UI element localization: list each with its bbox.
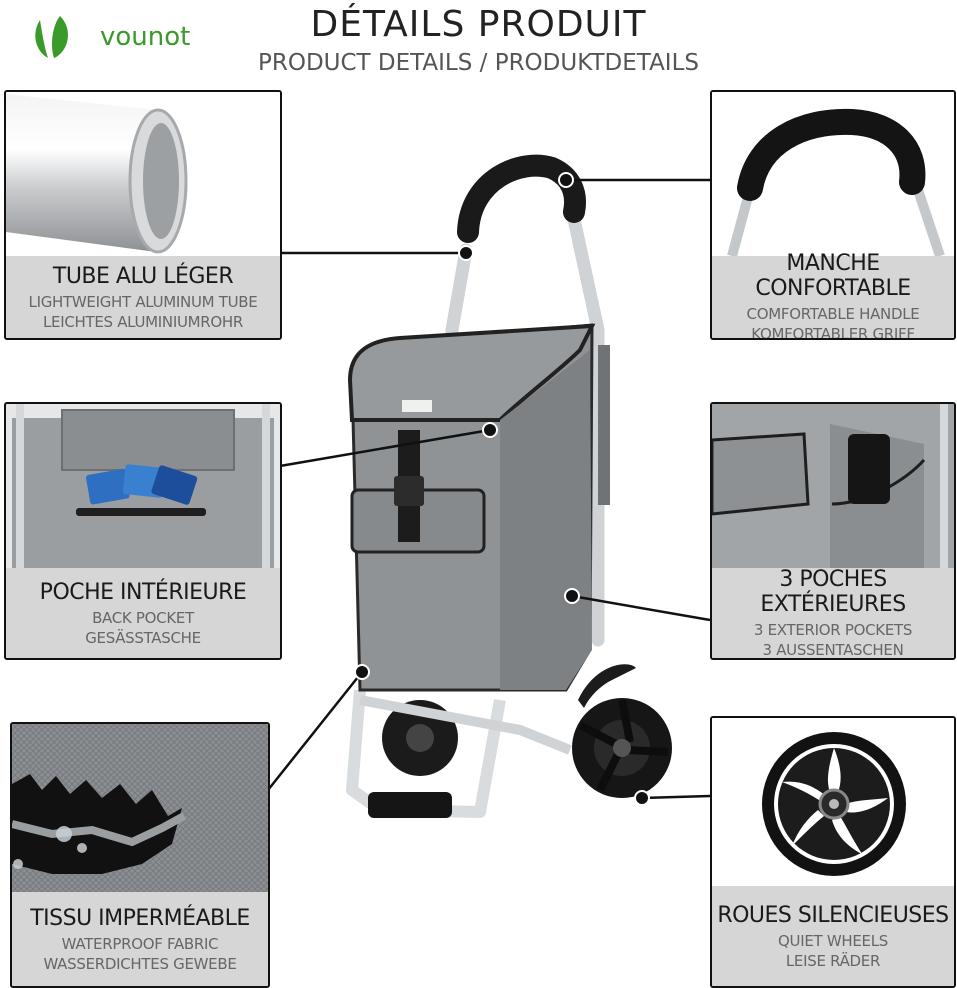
feature-subtitle-en: QUIET WHEELS (778, 931, 888, 950)
feature-subtitle-de: GESÄSSTASCHE (85, 628, 201, 647)
feature-caption: POCHE INTÉRIEURE BACK POCKET GESÄSSTASCH… (6, 568, 280, 658)
feature-subtitle-de: LEISE RÄDER (785, 951, 881, 970)
feature-subtitle-en: LIGHTWEIGHT ALUMINUM TUBE (28, 292, 258, 311)
feature-caption: MANCHE CONFORTABLE COMFORTABLE HANDLE KO… (712, 251, 954, 340)
brand-name: vounot (100, 22, 191, 52)
feature-title: MANCHE CONFORTABLE (755, 251, 911, 301)
feature-panel-exterior-pockets: 3 POCHES EXTÉRIEURES 3 EXTERIOR POCKETS … (710, 402, 956, 660)
back-pocket-photo (6, 404, 280, 568)
feature-subtitle-de: WASSERDICHTES GEWEBE (43, 954, 237, 973)
feature-panel-waterproof-fabric: TISSU IMPERMÉABLE WATERPROOF FABRIC WASS… (10, 722, 270, 988)
feature-caption: TUBE ALU LÉGER LIGHTWEIGHT ALUMINUM TUBE… (6, 256, 280, 338)
feature-subtitle-en: WATERPROOF FABRIC (61, 934, 219, 953)
feature-title: POCHE INTÉRIEURE (39, 579, 247, 605)
page-subtitle: PRODUCT DETAILS / PRODUKTDETAILS (257, 50, 699, 76)
feature-subtitle-de: KOMFORTABLER GRIFF (751, 325, 915, 340)
handle-photo (712, 92, 954, 256)
feature-title: TUBE ALU LÉGER (52, 263, 234, 289)
feature-subtitle-en: 3 EXTERIOR POCKETS (753, 621, 913, 639)
feature-subtitle-de: LEICHTES ALUMINIUMROHR (42, 312, 244, 331)
feature-panel-aluminum-tube: TUBE ALU LÉGER LIGHTWEIGHT ALUMINUM TUBE… (4, 90, 282, 340)
feature-subtitle-en: COMFORTABLE HANDLE (746, 305, 920, 323)
waterproof-fabric-photo (12, 724, 268, 892)
feature-panel-quiet-wheels: ROUES SILENCIEUSES QUIET WHEELS LEISE RÄ… (710, 716, 956, 988)
feature-panel-back-pocket: POCHE INTÉRIEURE BACK POCKET GESÄSSTASCH… (4, 402, 282, 660)
feature-title: ROUES SILENCIEUSES (717, 902, 949, 928)
feature-title: 3 POCHES EXTÉRIEURES (760, 567, 906, 617)
feature-caption: TISSU IMPERMÉABLE WATERPROOF FABRIC WASS… (12, 892, 268, 986)
vounot-logo-icon (35, 16, 68, 58)
feature-caption: ROUES SILENCIEUSES QUIET WHEELS LEISE RÄ… (712, 886, 954, 986)
exterior-pockets-photo (712, 404, 954, 568)
feature-subtitle-en: BACK POCKET (92, 608, 194, 627)
page-title: DÉTAILS PRODUIT (310, 4, 647, 45)
aluminum-tube-photo (6, 92, 280, 256)
feature-subtitle-de: 3 AUSSENTASCHEN (762, 641, 904, 659)
quiet-wheels-photo (712, 718, 954, 886)
feature-title: TISSU IMPERMÉABLE (30, 905, 250, 931)
feature-caption: 3 POCHES EXTÉRIEURES 3 EXTERIOR POCKETS … (712, 567, 954, 659)
feature-panel-comfortable-handle: MANCHE CONFORTABLE COMFORTABLE HANDLE KO… (710, 90, 956, 340)
